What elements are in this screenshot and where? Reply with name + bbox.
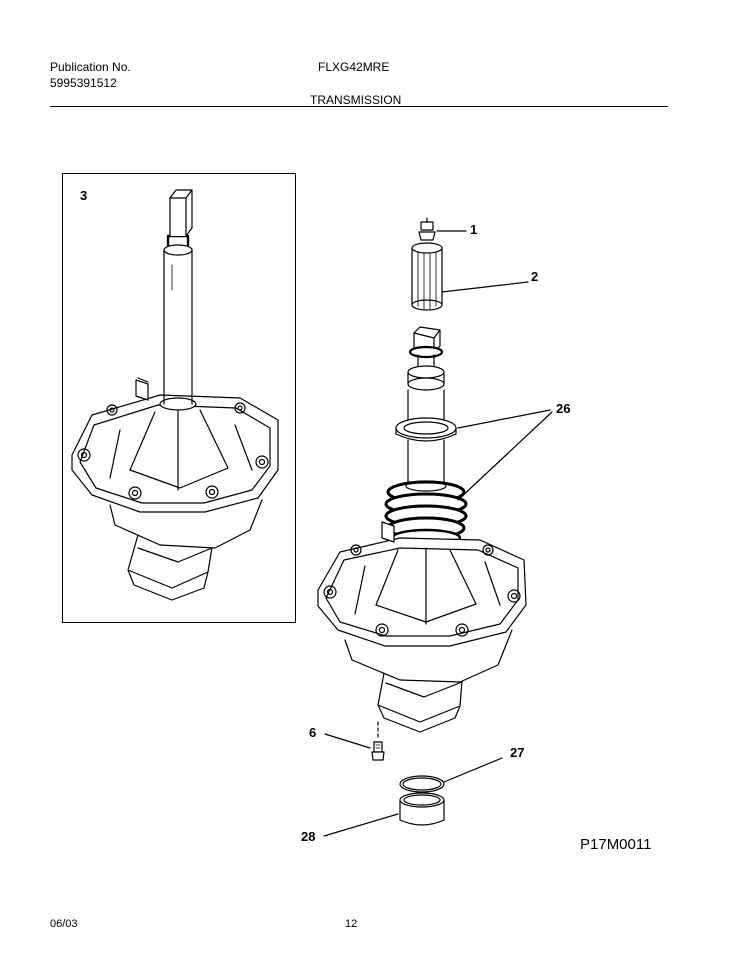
publication-number: 5995391512 (50, 76, 117, 90)
callout-3: 3 (80, 188, 88, 203)
leader-line-28 (323, 813, 399, 837)
part-26-seal-ring-illustration (395, 417, 457, 442)
model-number: FLXG42MRE (318, 60, 390, 74)
callout-6: 6 (309, 725, 317, 740)
part-2-coupler-illustration (411, 242, 443, 311)
callout-2: 2 (531, 269, 539, 284)
part-1-nut-illustration (418, 217, 436, 241)
part-27-ring-illustration (399, 775, 445, 793)
callout-1: 1 (470, 222, 478, 237)
footer-date: 06/03 (50, 918, 78, 930)
leader-line-6 (324, 733, 371, 749)
transmission-housing-illustration (317, 521, 527, 733)
section-title: TRANSMISSION (310, 93, 402, 107)
part-26-boot-illustration (384, 480, 468, 548)
callout-28: 28 (301, 829, 316, 844)
header-rule (50, 106, 668, 107)
leader-line-2 (441, 281, 529, 293)
leader-line-27 (443, 757, 503, 783)
inset-frame (62, 173, 296, 623)
part-6-screw-illustration (371, 741, 385, 761)
figure-code: P17M0011 (580, 836, 652, 853)
transmission-assembly-illustration (71, 189, 279, 601)
part-28-sleeve-illustration (399, 792, 445, 826)
drive-shaft-illustration (407, 326, 445, 421)
callout-26: 26 (556, 401, 571, 416)
callout-27: 27 (510, 745, 525, 760)
footer-page-number: 12 (345, 918, 358, 930)
leader-line-26 (457, 409, 553, 501)
publication-label: Publication No. (50, 60, 131, 74)
